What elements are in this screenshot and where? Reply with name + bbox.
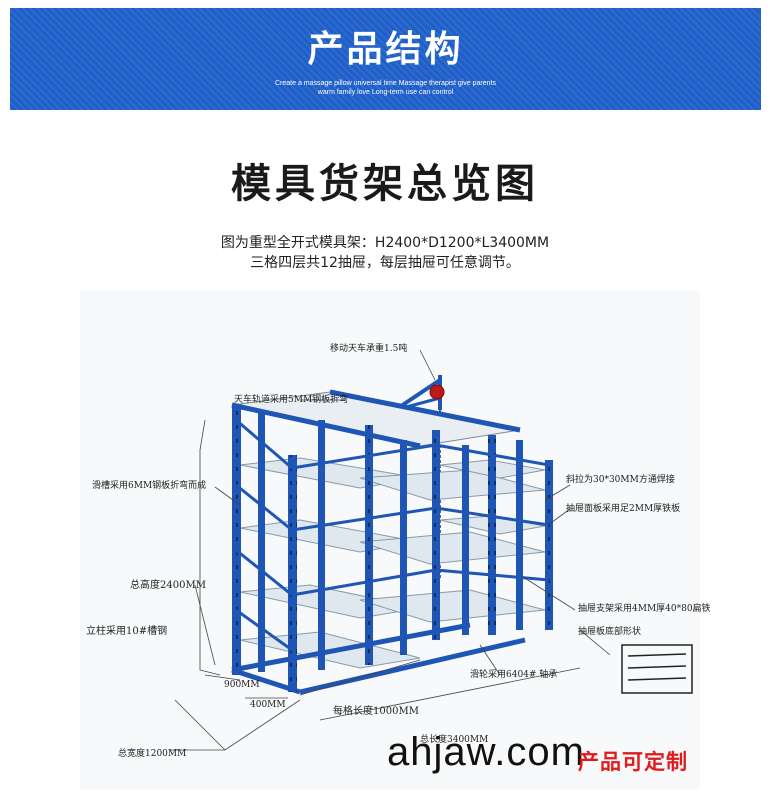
label-wheel: 滑轮采用6404# 轴承 [470,670,558,680]
drawer-bottom-inset [621,644,693,694]
label-crane: 移动天车承重1.5吨 [330,344,408,354]
banner-title: 产品结构 [307,29,464,70]
label-track: 天车轨道采用5MM钢板折弯 [234,395,349,405]
description-line1: 图为重型全开式模具架：H2400*D1200*L3400MM [220,235,550,251]
label-total-length: 总长度3400MM [420,735,489,745]
label-slot: 滑槽采用6MM钢板折弯而成 [92,481,207,491]
label-drawer-panel: 抽屉面板采用足2MM厚铁板 [566,504,681,514]
section-description: 图为重型全开式模具架：H2400*D1200*L3400MM 三格四层共12抽屉… [0,233,770,273]
section-title: 模具货架总览图 [231,161,539,207]
banner-subtitle-line1: Create a massage pillow universal time M… [275,80,496,87]
header-banner: 产品结构 Create a massage pillow universal t… [10,8,761,110]
leader-lines [170,349,611,751]
banner-subtitle-line2: warm family love Long-term use can contr… [317,89,454,96]
rack-diagram: 移动天车承重1.5吨 天车轨道采用5MM钢板折弯 滑槽采用6MM钢板折弯而成 总… [0,280,770,800]
label-total-height: 总高度2400MM [130,580,206,591]
customizable-badge: 产品可定制 [578,750,688,774]
columns [232,405,553,692]
label-drawer-bottom: 抽屉板底部形状 [578,627,642,637]
label-cell-length: 每格长度1000MM [333,706,419,717]
banner-subtitle: Create a massage pillow universal time M… [10,79,761,97]
label-width-900: 900MM [224,680,260,690]
label-column: 立柱采用10#槽钢 [86,626,168,637]
label-total-width: 总宽度1200MM [118,749,187,759]
label-drawer-support: 抽屉支架采用4MM厚40*80扁铁 [578,604,711,614]
rack-illustration [80,290,700,790]
description-line2: 三格四层共12抽屉，每层抽屉可任意调节。 [250,255,520,271]
label-brace: 斜拉为30*30MM方通焊接 [566,475,675,485]
watermark: ahjaw.com [387,730,585,774]
label-width-400: 400MM [250,700,286,710]
